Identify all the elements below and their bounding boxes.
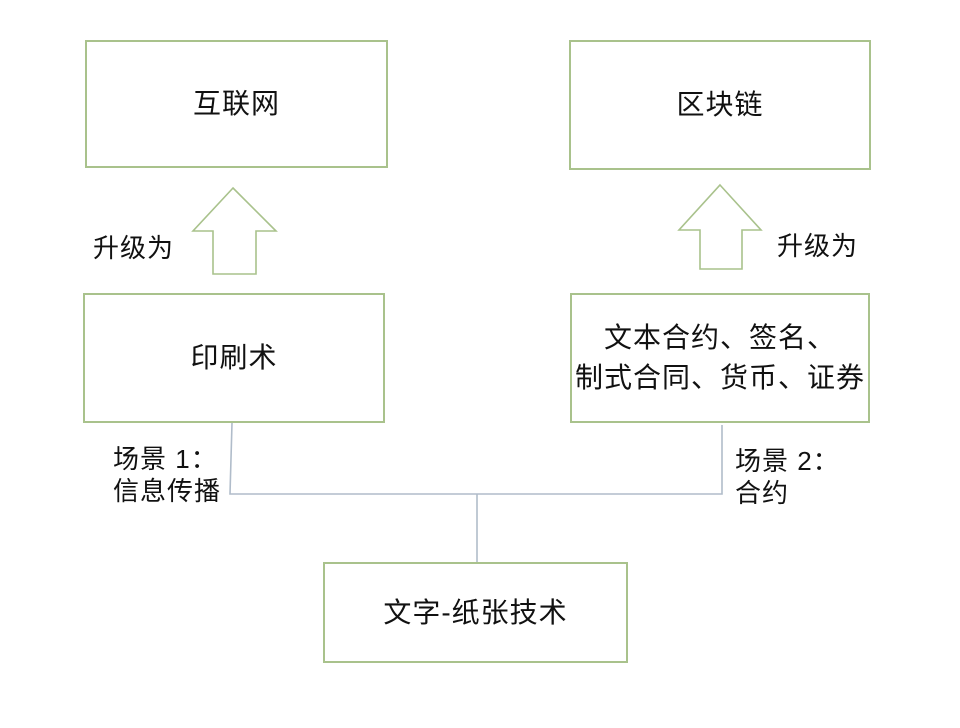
bracket-connector-line: [229, 422, 723, 495]
node-contracts-label-line2: 制式合同、货币、证券: [574, 362, 865, 393]
node-contracts-label-line1: 文本合约、签名、: [603, 322, 836, 353]
upgrade-label-right: 升级为: [777, 231, 859, 261]
node-paper: 文字-纸张技术: [323, 562, 628, 663]
up-arrow-right-icon: [677, 183, 763, 270]
node-blockchain-label: 区块链: [676, 89, 764, 120]
scene1-label: 场景 1： 信息传播: [113, 443, 221, 507]
scene1-label-line1: 场景 1：: [113, 444, 218, 474]
node-contracts: 文本合约、签名、 制式合同、货币、证券: [570, 293, 870, 423]
node-paper-label: 文字-纸张技术: [383, 596, 568, 628]
node-blockchain: 区块链: [569, 40, 871, 170]
upgrade-label-left: 升级为: [93, 233, 175, 263]
scene2-label-line2: 合约: [735, 478, 790, 508]
node-printing: 印刷术: [83, 293, 385, 423]
scene1-label-line2: 信息传播: [113, 476, 222, 506]
up-arrow-left-icon: [191, 186, 278, 275]
node-internet-label: 互联网: [192, 88, 280, 119]
scene2-label-line1: 场景 2：: [735, 446, 840, 476]
scene2-label: 场景 2： 合约: [735, 445, 840, 509]
node-printing-label: 印刷术: [190, 342, 278, 373]
node-internet: 互联网: [85, 40, 388, 168]
